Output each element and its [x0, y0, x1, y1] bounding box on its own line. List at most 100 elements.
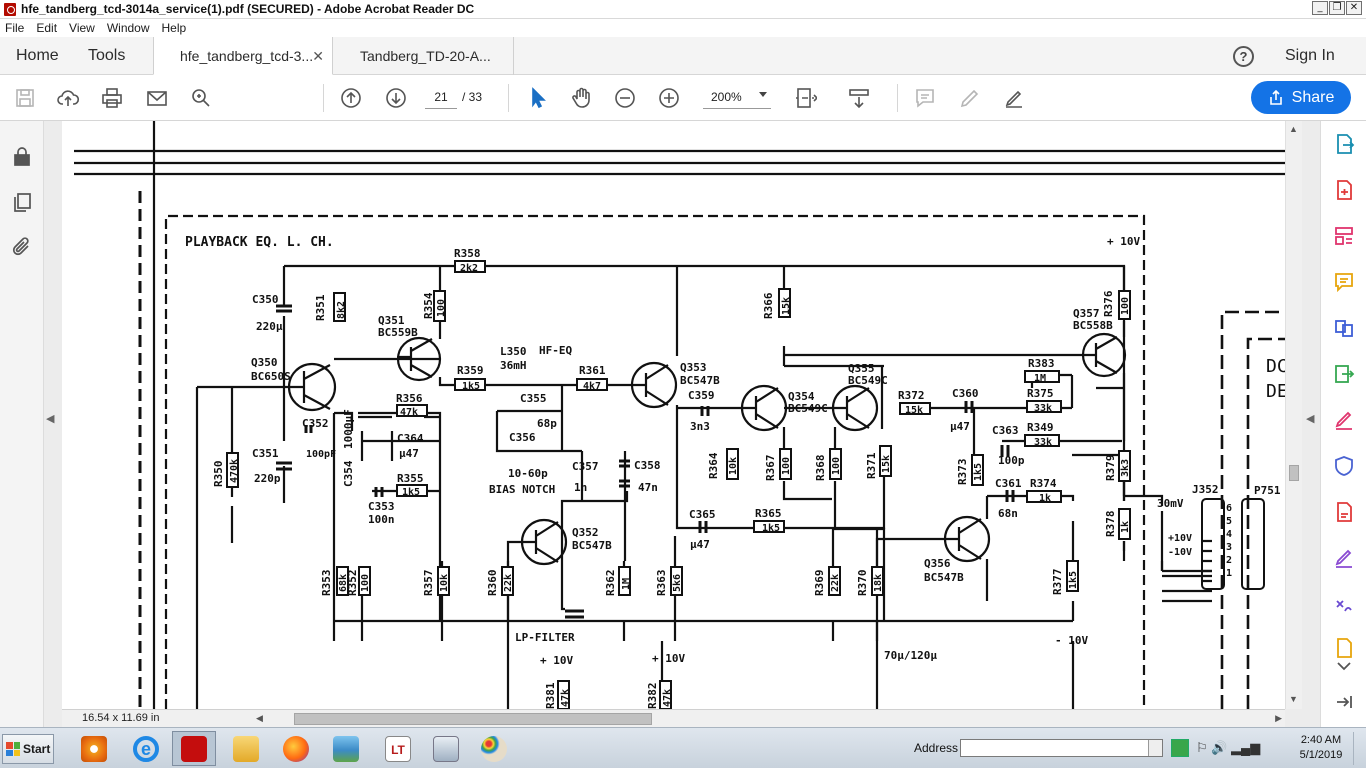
calculator-icon[interactable]	[424, 731, 468, 766]
email-icon[interactable]	[144, 85, 170, 111]
vertical-scrollbar[interactable]: ▲ ▼	[1285, 121, 1302, 709]
label: 3n3	[690, 420, 710, 433]
combine-files-icon[interactable]	[1333, 317, 1355, 339]
menu-view[interactable]: View	[69, 21, 95, 35]
print-icon[interactable]	[99, 85, 125, 111]
firefox-icon[interactable]	[274, 731, 318, 766]
comment-tool-icon[interactable]	[1333, 271, 1355, 293]
page-fit-icon[interactable]	[792, 85, 818, 111]
label: C359	[688, 389, 715, 402]
collapse-tools-icon[interactable]	[1333, 691, 1355, 713]
right-tools-rail	[1320, 121, 1366, 727]
label: P751	[1254, 484, 1281, 497]
tab-document-1-label: hfe_tandberg_tcd-3...	[180, 47, 314, 64]
page-number-input[interactable]: 21	[425, 85, 457, 109]
search-icon[interactable]	[188, 85, 214, 111]
next-page-icon[interactable]	[383, 85, 409, 111]
tools-app-icon[interactable]: LT	[376, 731, 420, 766]
lock-icon[interactable]	[11, 145, 33, 167]
create-pdf-icon[interactable]	[1333, 179, 1355, 201]
save-icon[interactable]	[12, 85, 38, 111]
label: +10V	[1168, 533, 1192, 544]
previous-page-icon[interactable]	[338, 85, 364, 111]
scroll-mode-icon[interactable]	[846, 85, 872, 111]
label: R381	[544, 682, 557, 709]
chevron-down-icon[interactable]	[1333, 655, 1355, 671]
highlight-icon[interactable]	[957, 85, 983, 111]
horizontal-scroll-thumb[interactable]	[294, 713, 652, 725]
label: 70µ/120µ	[884, 649, 937, 662]
scroll-down-icon[interactable]: ▼	[1289, 694, 1298, 704]
hand-tool-icon[interactable]	[568, 85, 594, 111]
sign-icon[interactable]	[1001, 85, 1027, 111]
sign-in-link[interactable]: Sign In	[1285, 47, 1335, 64]
export-pdf-icon[interactable]	[1333, 133, 1355, 155]
label: HF-EQ	[539, 344, 572, 357]
taskbar: Start e LT Address ⚐ 🔊 ▂▄▆ 2:40 AM 5/1/2…	[0, 727, 1366, 768]
menu-window[interactable]: Window	[106, 21, 150, 35]
zoom-out-icon[interactable]	[612, 85, 638, 111]
select-cursor-icon[interactable]	[525, 85, 551, 111]
label: R360	[486, 570, 499, 597]
label: R358	[454, 247, 481, 260]
tab-document-1[interactable]: hfe_tandberg_tcd-3... ✕	[153, 37, 333, 75]
help-icon[interactable]: ?	[1233, 46, 1254, 67]
label: C358	[634, 459, 661, 472]
photo-viewer-icon[interactable]	[324, 731, 368, 766]
file-explorer-icon[interactable]	[224, 731, 268, 766]
comment-icon[interactable]	[912, 85, 938, 111]
show-desktop-button[interactable]	[1353, 732, 1365, 765]
chevron-down-icon[interactable]	[1148, 740, 1162, 756]
media-player-icon[interactable]	[72, 731, 116, 766]
label: R359	[457, 364, 484, 377]
pages-icon[interactable]	[11, 191, 33, 213]
certificates-icon[interactable]	[1333, 593, 1355, 615]
scroll-up-icon[interactable]: ▲	[1289, 124, 1298, 134]
request-signature-icon[interactable]	[1333, 547, 1355, 569]
upload-cloud-icon[interactable]	[55, 85, 81, 111]
attachment-icon[interactable]	[11, 236, 33, 258]
tray-icons[interactable]: ⚐ 🔊 ▂▄▆	[1196, 740, 1261, 755]
collapse-left-panel-icon[interactable]: ◀	[46, 413, 55, 425]
close-tab-icon[interactable]: ✕	[312, 48, 324, 64]
tab-document-2[interactable]: Tandberg_TD-20-A...	[334, 37, 514, 75]
menu-help[interactable]: Help	[161, 21, 187, 35]
menu-file[interactable]: File	[5, 21, 25, 35]
label: R356	[396, 392, 423, 405]
zoom-in-icon[interactable]	[656, 85, 682, 111]
start-button[interactable]: Start	[2, 734, 54, 764]
close-window-button[interactable]: ✕	[1346, 1, 1362, 15]
minimize-button[interactable]: _	[1312, 1, 1328, 15]
system-clock[interactable]: 2:40 AM 5/1/2019	[1296, 733, 1346, 763]
label: 2	[1226, 555, 1232, 566]
vertical-scroll-thumb[interactable]	[1289, 465, 1299, 481]
go-arrow-icon[interactable]	[1171, 739, 1189, 757]
send-for-review-icon[interactable]	[1333, 501, 1355, 523]
scroll-right-icon[interactable]: ▶	[1275, 713, 1282, 723]
address-input[interactable]	[960, 739, 1163, 757]
zoom-select[interactable]: 200%	[703, 85, 771, 109]
chevron-down-icon	[759, 92, 767, 97]
tab-home[interactable]: Home	[16, 47, 59, 64]
horizontal-scrollbar[interactable]: ◀ ▶	[254, 712, 1284, 726]
label: BC549C	[788, 402, 828, 415]
restore-button[interactable]: ❐	[1329, 1, 1345, 15]
collapse-right-panel-icon[interactable]: ◀	[1306, 413, 1315, 425]
acrobat-reader-icon[interactable]	[172, 731, 216, 766]
protect-icon[interactable]	[1333, 455, 1355, 477]
menu-edit[interactable]: Edit	[36, 21, 58, 35]
more-tools-icon[interactable]	[1333, 637, 1355, 659]
toolbar-divider	[508, 84, 509, 112]
edit-pdf-icon[interactable]	[1333, 225, 1355, 247]
paint-icon[interactable]	[472, 731, 516, 766]
internet-explorer-icon[interactable]: e	[124, 731, 168, 766]
document-view[interactable]: PLAYBACK EQ. L. CH. + 10V R358 2k2 C350 …	[62, 121, 1285, 709]
share-button[interactable]: Share	[1251, 81, 1351, 114]
scroll-left-icon[interactable]: ◀	[256, 713, 263, 723]
label: Q351	[378, 314, 405, 327]
label: 22k	[830, 574, 841, 592]
fill-sign-icon[interactable]	[1333, 409, 1355, 431]
organize-pages-icon[interactable]	[1333, 363, 1355, 385]
label: BC549C	[848, 374, 888, 387]
tab-tools[interactable]: Tools	[88, 47, 126, 64]
